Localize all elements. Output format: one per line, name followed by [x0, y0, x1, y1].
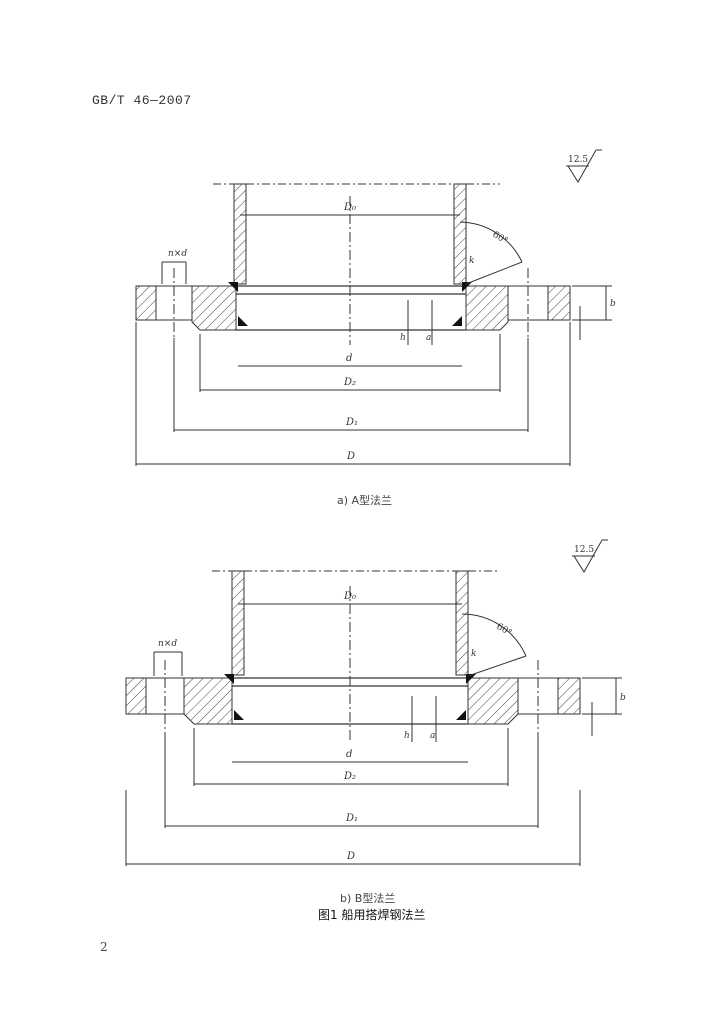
label-a: a: [426, 333, 431, 343]
bevel-angle: 60°: [459, 221, 523, 285]
label-k: k: [469, 256, 474, 266]
pipe: [213, 183, 500, 285]
flange-drawing-a: 12.5 60°: [135, 149, 616, 466]
label-D: D: [346, 451, 355, 462]
dimensions-b: [125, 603, 622, 866]
roughness-value-b: 12.5: [574, 545, 594, 555]
angle-label-b: 60°: [495, 622, 514, 639]
roughness-value: 12.5: [568, 155, 588, 165]
label-b-b: b: [620, 693, 626, 703]
label-D-b: D: [346, 851, 355, 862]
label-D0-b: D₀: [343, 591, 356, 602]
bevel-angle-b: 60°: [461, 613, 527, 677]
standard-number: GB/T 46—2007: [92, 93, 192, 108]
label-D1-b: D₁: [345, 813, 358, 824]
flange-body-a: [135, 196, 571, 345]
label-a-b: a: [430, 731, 435, 741]
pipe-b: [212, 570, 500, 676]
label-D1: D₁: [345, 417, 358, 428]
figure-title: 图1 船用搭焊钢法兰: [318, 908, 426, 922]
label-D2: D₂: [343, 377, 356, 388]
roughness-symbol: 12.5: [566, 149, 602, 183]
label-nd-b: n×d: [158, 639, 177, 649]
label-d: d: [346, 353, 352, 364]
label-D0: D₀: [343, 202, 356, 213]
label-d-b: d: [346, 749, 352, 760]
label-b: b: [610, 299, 616, 309]
label-k-b: k: [471, 649, 476, 659]
page-number: 2: [100, 940, 108, 954]
roughness-symbol-b: 12.5: [572, 539, 608, 573]
caption-a: a) A型法兰: [337, 494, 393, 507]
label-h-b: h: [404, 731, 410, 741]
angle-label: 60°: [491, 230, 510, 247]
flange-body-b: [125, 586, 581, 740]
label-D2-b: D₂: [343, 771, 356, 782]
flange-drawing-b: 12.5 60°: [125, 539, 626, 866]
label-nd: n×d: [168, 249, 187, 259]
label-h: h: [400, 333, 406, 343]
caption-b: b) B型法兰: [340, 892, 396, 905]
dimensions-a: [135, 214, 612, 466]
